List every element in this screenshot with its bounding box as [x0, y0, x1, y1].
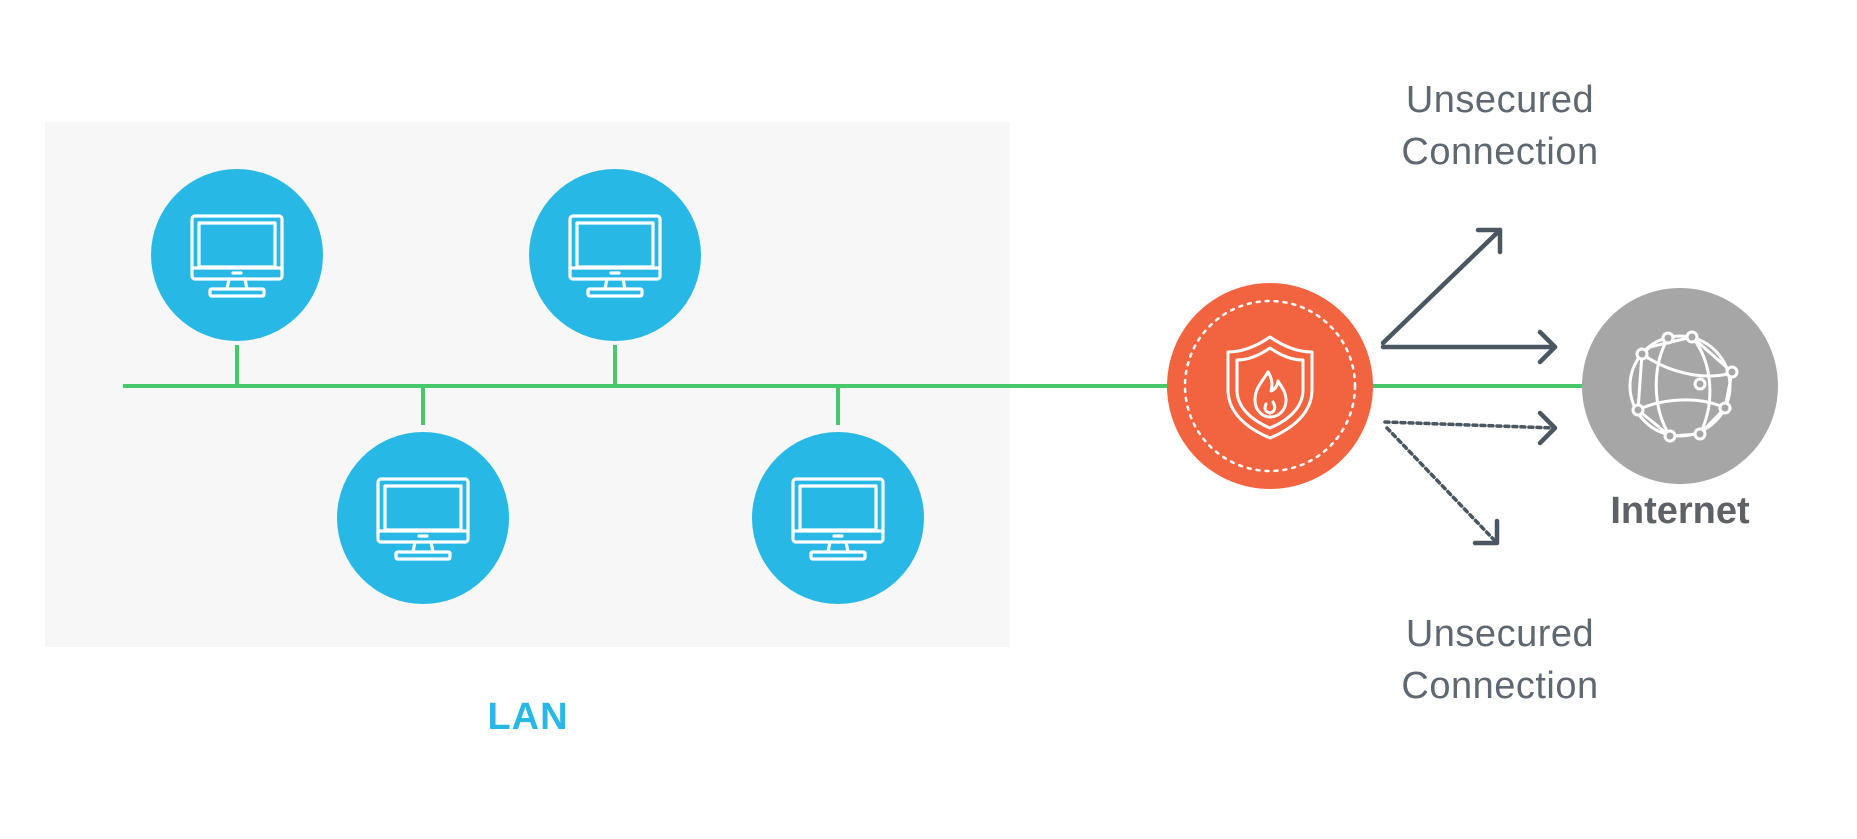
dashed-arrow-diagonal-down — [1385, 426, 1500, 546]
computer-3 — [337, 432, 509, 604]
top-connection-label-line1: Unsecured — [1405, 79, 1595, 121]
firewall-node — [1167, 283, 1373, 489]
shield-fire-icon — [1226, 335, 1314, 440]
top-connection-label-line2: Connection — [1401, 131, 1599, 173]
solid-arrow-right — [1380, 329, 1558, 365]
lan-label: LAN — [487, 696, 569, 738]
bottom-connection-label-line1: Unsecured — [1405, 613, 1595, 655]
computer-2 — [529, 169, 701, 341]
globe-network-icon — [1628, 330, 1739, 443]
connection-arrows — [1380, 227, 1558, 546]
dashed-arrow-right — [1383, 410, 1558, 446]
bottom-connection-label: Unsecured Connection — [1350, 608, 1650, 712]
solid-arrow-diagonal-up — [1380, 227, 1503, 346]
internet-label: Internet — [1610, 490, 1750, 532]
computer-1 — [151, 169, 323, 341]
internet-node — [1582, 288, 1778, 484]
computer-4 — [752, 432, 924, 604]
top-connection-label: Unsecured Connection — [1350, 74, 1650, 178]
bottom-connection-label-line2: Connection — [1401, 665, 1599, 707]
